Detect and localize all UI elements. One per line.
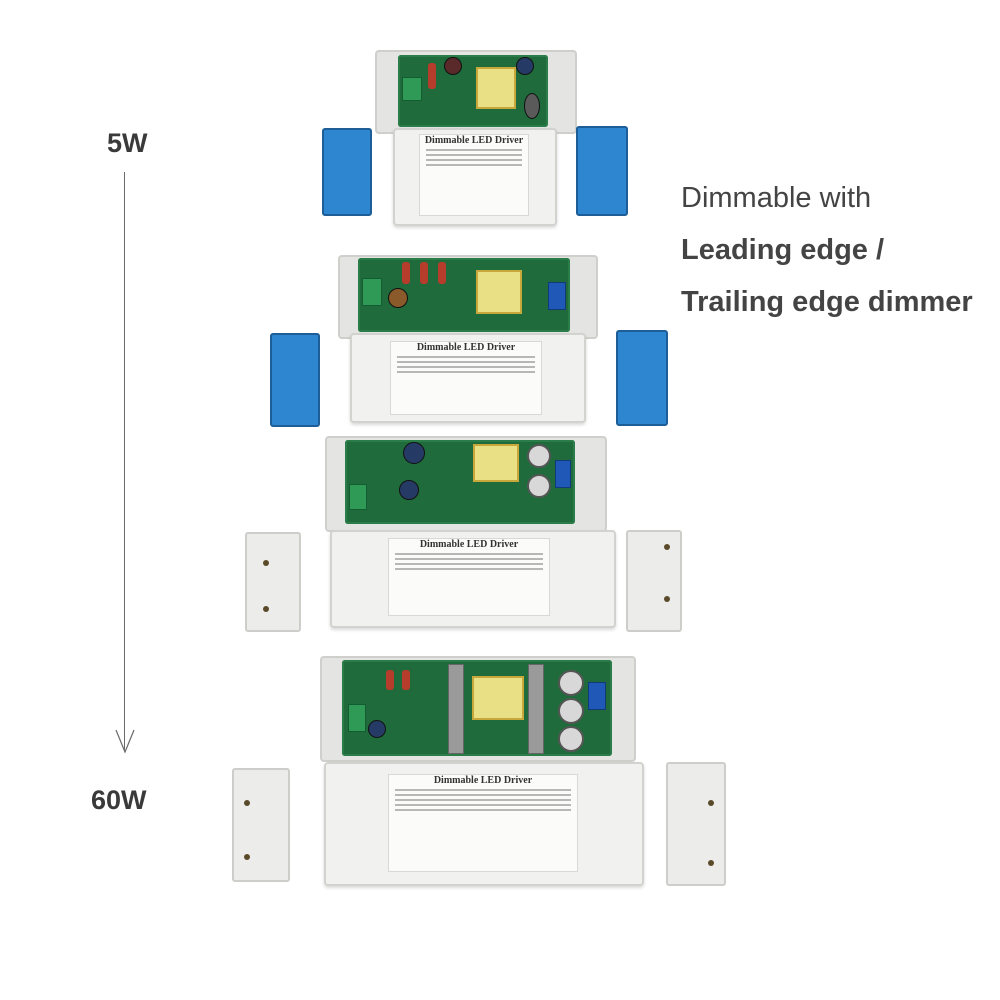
- scale-bottom-label: 60W: [91, 785, 147, 815]
- scale-arrow-line: [124, 172, 125, 750]
- driver-3-cover: Dimmable LED Driver: [330, 530, 616, 628]
- driver-1-cover: Dimmable LED Driver: [393, 128, 557, 226]
- driver-3-right-endcap: [626, 530, 682, 632]
- driver-2-label-title: Dimmable LED Driver: [416, 342, 516, 353]
- driver-2-pcb: [358, 258, 570, 332]
- driver-3-label-title: Dimmable LED Driver: [419, 539, 519, 550]
- driver-3-pcb: [345, 440, 575, 524]
- driver-2-right-endcap: [616, 330, 668, 426]
- description-line-3: Trailing edge dimmer: [681, 286, 973, 318]
- driver-2-label: Dimmable LED Driver: [390, 341, 542, 415]
- driver-2-cover: Dimmable LED Driver: [350, 333, 586, 423]
- driver-4-pcb: [342, 660, 612, 756]
- driver-4-cover: Dimmable LED Driver: [324, 762, 644, 886]
- driver-1-label-title: Dimmable LED Driver: [424, 135, 524, 146]
- driver-4-label: Dimmable LED Driver: [388, 774, 578, 872]
- driver-3-left-endcap: [245, 532, 301, 632]
- driver-2-left-endcap: [270, 333, 320, 427]
- down-arrow-icon: [115, 729, 135, 754]
- driver-1-pcb: [398, 55, 548, 127]
- driver-3-label: Dimmable LED Driver: [388, 538, 550, 616]
- driver-4-right-endcap: [666, 762, 726, 886]
- description-line-2: Leading edge /: [681, 234, 885, 266]
- driver-4-left-endcap: [232, 768, 290, 882]
- driver-1-left-endcap: [322, 128, 372, 216]
- scale-top-label: 5W: [107, 128, 148, 158]
- driver-4-label-title: Dimmable LED Driver: [433, 775, 533, 786]
- driver-1-label: Dimmable LED Driver: [419, 134, 529, 216]
- driver-1-right-endcap: [576, 126, 628, 216]
- description-line-1: Dimmable with: [681, 182, 872, 214]
